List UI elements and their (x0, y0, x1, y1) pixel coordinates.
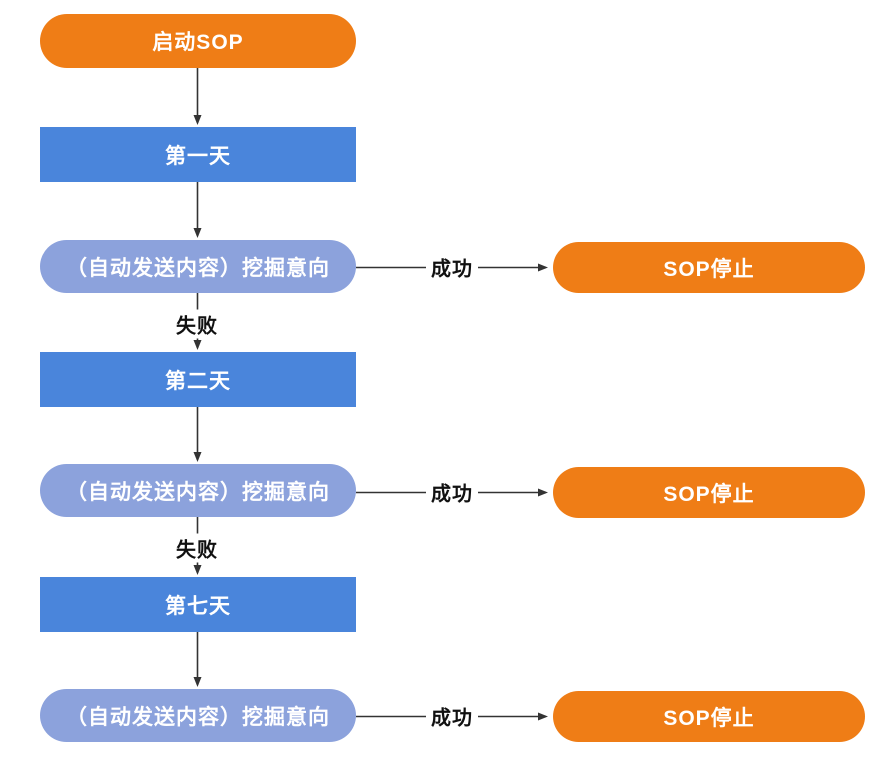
fail-edge-label-2: 失败 (171, 533, 223, 563)
intent-label-2: （自动发送内容）挖掘意向 (66, 480, 330, 504)
intent-node-1: （自动发送内容）挖掘意向 (40, 240, 356, 293)
start-sop-label: 启动SOP (152, 31, 244, 54)
sop-stop-node-1: SOP停止 (553, 242, 865, 293)
intent-label-1: （自动发送内容）挖掘意向 (66, 256, 330, 280)
day-7-label: 第七天 (165, 594, 231, 618)
intent-node-2: （自动发送内容）挖掘意向 (40, 464, 356, 517)
sop-stop-node-2: SOP停止 (553, 467, 865, 518)
sop-stop-label-2: SOP停止 (663, 482, 755, 506)
day-2-label: 第二天 (165, 369, 231, 393)
sop-stop-node-3: SOP停止 (553, 691, 865, 742)
intent-label-3: （自动发送内容）挖掘意向 (66, 705, 330, 729)
sop-stop-label-3: SOP停止 (663, 706, 755, 730)
intent-node-3: （自动发送内容）挖掘意向 (40, 689, 356, 742)
fail-edge-label-1: 失败 (171, 309, 223, 339)
day-7-node: 第七天 (40, 577, 356, 632)
success-edge-label-1: 成功 (426, 252, 478, 282)
start-sop-node: 启动SOP (40, 14, 356, 68)
success-edge-label-3: 成功 (426, 701, 478, 731)
day-2-node: 第二天 (40, 352, 356, 407)
success-edge-label-2: 成功 (426, 477, 478, 507)
sop-stop-label-1: SOP停止 (663, 257, 755, 281)
day-1-label: 第一天 (165, 144, 231, 168)
day-1-node: 第一天 (40, 127, 356, 182)
